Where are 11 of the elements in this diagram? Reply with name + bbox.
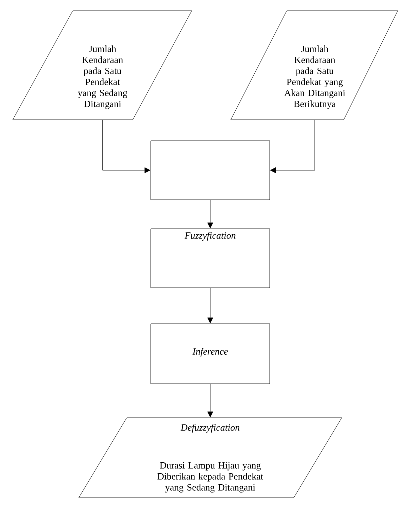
arrow: [208, 288, 214, 324]
input-output-parallelogram: Jumlah Kendaraan pada Satu Pendekat yang Sedang Ditangani: [12, 10, 192, 120]
process-box: Fuzzyfication: [150, 228, 270, 288]
process-box: [150, 140, 270, 200]
arrow: [208, 200, 214, 229]
input-output-parallelogram: Defuzzyfication Durasi Lampu Hijau yang Diberikan kepada Pendekat yang Sedang Ditangani: [78, 418, 342, 498]
arrow: [102, 120, 151, 174]
process-box: Inference: [150, 324, 270, 384]
input-output-parallelogram: Jumlah Kendaraan pada Satu Pendekat yang Akan Ditangani Berikutnya: [230, 10, 398, 120]
arrow: [208, 384, 214, 418]
arrow: [270, 120, 316, 174]
